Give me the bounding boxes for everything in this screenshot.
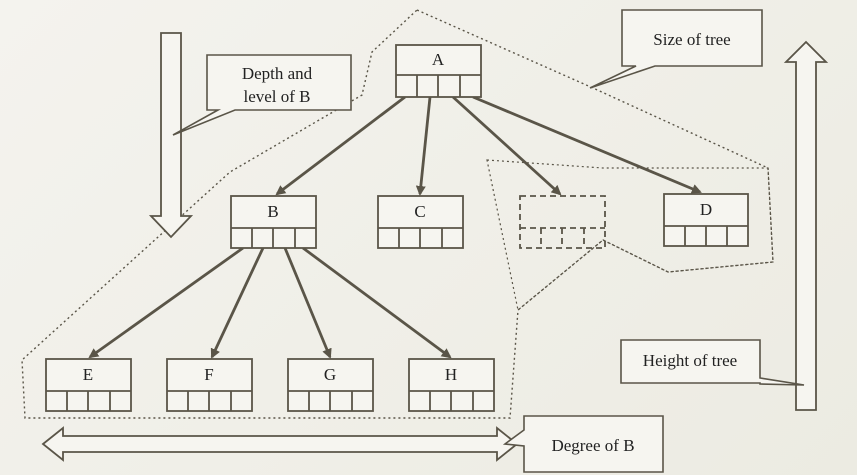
node-d-label: D <box>700 200 712 219</box>
degree-callout <box>502 415 664 473</box>
height-callout <box>620 339 805 386</box>
node-h <box>408 358 495 412</box>
node-b-label: B <box>267 202 278 221</box>
edge-b-e <box>88 246 244 359</box>
height-callout-label: Height of tree <box>643 351 737 370</box>
node-c-label: C <box>414 202 425 221</box>
edge-a-d <box>472 95 702 194</box>
removed-subtree-region <box>486 159 774 312</box>
node-h-label: H <box>445 365 457 384</box>
node-c <box>377 195 464 249</box>
node-e-label: E <box>83 365 93 384</box>
edge-b-f <box>210 247 265 359</box>
size-callout <box>589 9 763 89</box>
depth-callout-line2: level of B <box>243 87 310 106</box>
edge-b-g <box>283 247 332 359</box>
depth-callout-line1: Depth and <box>242 64 313 83</box>
node-e <box>45 358 132 412</box>
depth-arrow <box>148 32 194 239</box>
node-g <box>287 358 374 412</box>
edge-a-c <box>415 96 432 196</box>
node-b <box>230 195 317 249</box>
degree-callout-label: Degree of B <box>551 436 634 455</box>
degree-arrow <box>41 426 519 462</box>
node-a-label: A <box>432 50 445 69</box>
node-g-label: G <box>324 365 336 384</box>
node-removed <box>519 195 606 249</box>
depth-callout <box>172 54 352 136</box>
edge-b-h <box>302 246 452 359</box>
node-a <box>395 44 482 98</box>
edge-a-b <box>275 95 406 196</box>
height-arrow <box>783 40 829 411</box>
node-d <box>663 193 749 247</box>
node-f-label: F <box>204 365 213 384</box>
edge-a-hidden <box>452 95 562 196</box>
tree-edges <box>88 95 702 359</box>
size-callout-label: Size of tree <box>653 30 730 49</box>
node-f <box>166 358 253 412</box>
